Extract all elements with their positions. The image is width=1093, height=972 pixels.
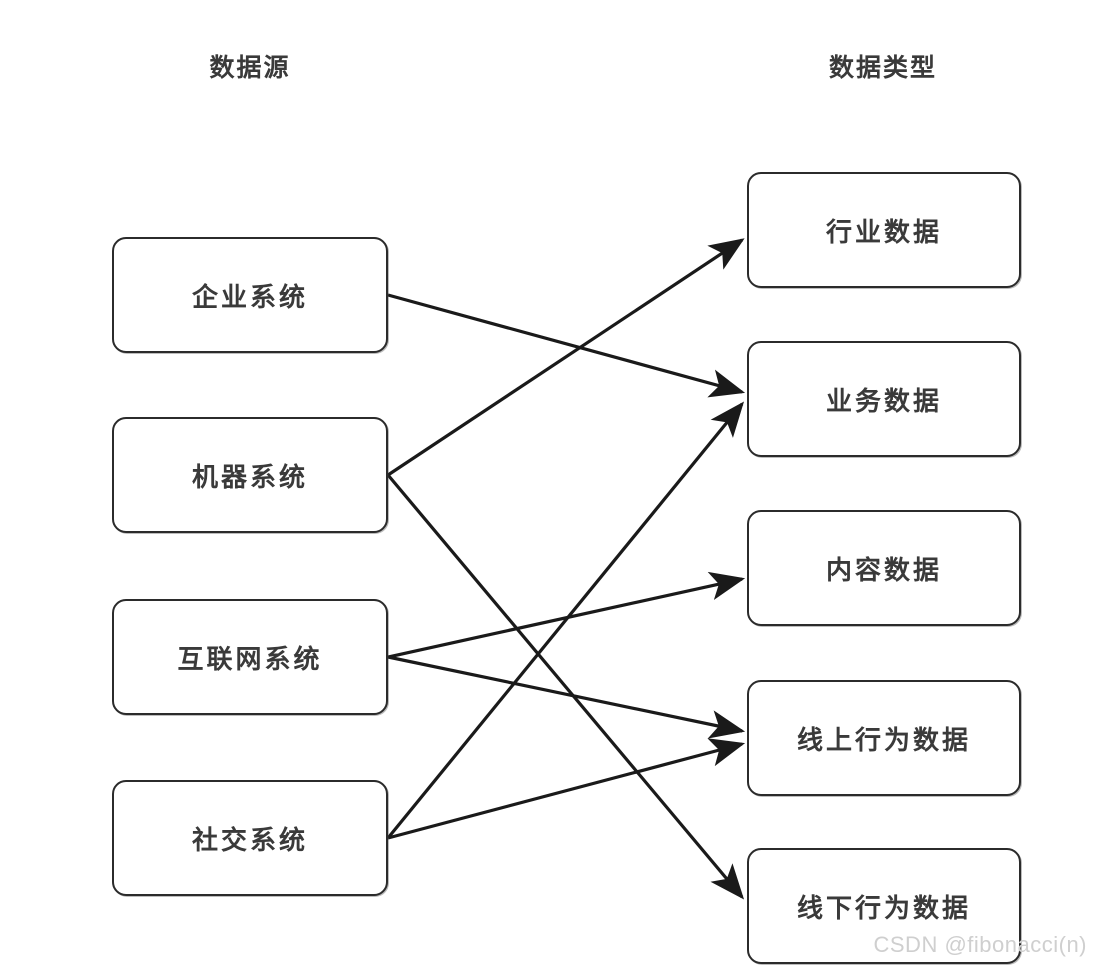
source-node-machine-system[interactable]: 机器系统: [112, 417, 388, 533]
edge-arrow: [387, 571, 746, 659]
target-node-content-data[interactable]: 内容数据: [747, 510, 1021, 626]
node-label: 线下行为数据: [796, 893, 971, 923]
column-header-data-sources: 数据源: [209, 55, 291, 82]
edge-arrow: [387, 655, 746, 739]
target-node-industry-data[interactable]: 行业数据: [747, 172, 1021, 288]
edge-arrow: [386, 401, 745, 840]
node-label: 机器系统: [191, 462, 308, 492]
target-node-online-behavior-data[interactable]: 线上行为数据: [747, 680, 1021, 796]
edge-arrow: [386, 473, 745, 900]
node-label: 行业数据: [825, 217, 942, 247]
column-header-data-types: 数据类型: [828, 55, 937, 82]
node-label: 业务数据: [825, 386, 942, 416]
edge-arrow: [387, 738, 746, 840]
node-label: 线上行为数据: [796, 725, 971, 755]
target-node-business-data[interactable]: 业务数据: [747, 341, 1021, 457]
source-node-internet-system[interactable]: 互联网系统: [112, 599, 388, 715]
node-label: 社交系统: [191, 825, 308, 855]
target-node-offline-behavior-data[interactable]: 线下行为数据: [747, 848, 1021, 964]
source-node-social-system[interactable]: 社交系统: [112, 780, 388, 896]
node-label: 企业系统: [191, 282, 308, 312]
source-node-enterprise-system[interactable]: 企业系统: [112, 237, 388, 353]
node-label: 内容数据: [825, 555, 942, 585]
edge-arrow: [387, 293, 746, 398]
edge-arrow: [387, 238, 745, 477]
node-label: 互联网系统: [177, 644, 323, 674]
